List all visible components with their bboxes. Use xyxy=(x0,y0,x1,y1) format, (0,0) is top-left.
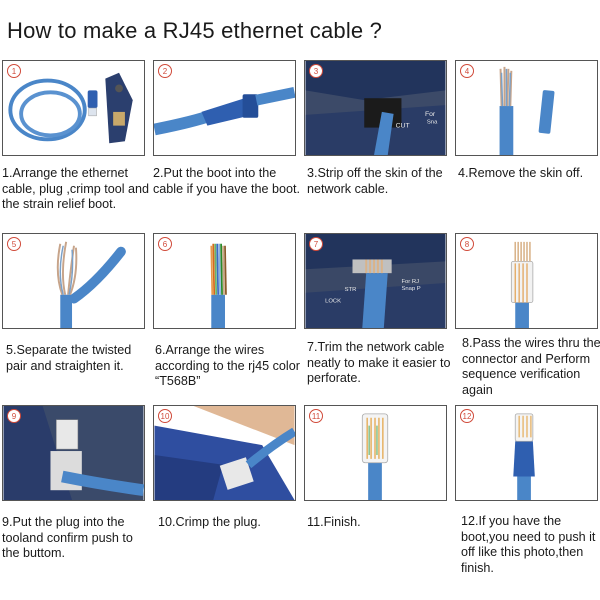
stripping-tool-illustration: CUT For Sna xyxy=(305,61,446,155)
str-label: STR xyxy=(345,287,357,293)
cut-label: CUT xyxy=(396,123,411,130)
step-10-caption: 10.Crimp the plug. xyxy=(158,515,261,529)
step-12-caption: 12.If you have the boot,you need to push… xyxy=(461,514,596,575)
step-7-photo: 7 For RJ Snap P STR LOCK xyxy=(304,233,447,329)
for-label: For xyxy=(425,111,436,118)
finished-plug-illustration xyxy=(361,413,389,500)
step-6-caption: 6.Arrange the wires according to the rj4… xyxy=(155,343,300,388)
step-1-photo: 1 xyxy=(2,60,145,156)
step-9-photo: 9 xyxy=(2,405,145,501)
step-11-caption: 11.Finish. xyxy=(307,515,361,529)
booted-plug-illustration xyxy=(513,413,535,500)
snap-label: Sna xyxy=(427,120,438,126)
for-rj-label: For RJ xyxy=(401,279,419,285)
step-number-badge: 1 xyxy=(7,64,21,78)
step-5-caption: 5.Separate the twisted pair and straight… xyxy=(6,343,132,373)
step-4-photo: 4 xyxy=(455,60,598,156)
step-3-caption: 3.Strip off the skin of the network cabl… xyxy=(307,166,443,196)
step-2-photo: 2 xyxy=(153,60,296,156)
step-3-photo: 3 CUT For Sna xyxy=(304,60,447,156)
snap-p-label: Snap P xyxy=(401,286,420,292)
page-title: How to make a RJ45 ethernet cable ? xyxy=(7,18,383,43)
step-11-photo: 11 xyxy=(304,405,447,501)
step-number-badge: 2 xyxy=(158,64,172,78)
step-1-caption: 1.Arrange the ethernet cable, plug ,crim… xyxy=(2,166,150,211)
step-number-badge: 11 xyxy=(309,409,323,423)
step-4-caption: 4.Remove the skin off. xyxy=(458,166,584,180)
step-number-badge: 9 xyxy=(7,409,21,423)
step-number-badge: 7 xyxy=(309,237,323,251)
step-2-caption: 2.Put the boot into the cable if you hav… xyxy=(153,166,301,196)
cable-kit-illustration xyxy=(8,72,133,144)
lock-label: LOCK xyxy=(325,299,341,305)
step-5-photo: 5 xyxy=(2,233,145,329)
step-10-photo: 10 xyxy=(153,405,296,501)
step-number-badge: 4 xyxy=(460,64,474,78)
step-8-photo: 8 xyxy=(455,233,598,329)
step-number-badge: 6 xyxy=(158,237,172,251)
arranged-wires-illustration xyxy=(210,243,227,328)
cable-boot-illustration xyxy=(154,87,295,136)
crimp-illustration xyxy=(154,406,295,500)
step-12-photo: 12 xyxy=(455,405,598,501)
step-number-badge: 3 xyxy=(309,64,323,78)
step-9-caption: 9.Put the plug into the tooland confirm … xyxy=(2,515,133,560)
step-number-badge: 8 xyxy=(460,237,474,251)
removed-skin-illustration xyxy=(499,66,555,155)
step-6-photo: 6 xyxy=(153,233,296,329)
step-8-caption: 8.Pass the wires thru the connector and … xyxy=(462,336,600,397)
plug-into-tool-illustration xyxy=(3,406,144,500)
trim-tool-illustration: For RJ Snap P STR LOCK xyxy=(305,234,446,328)
step-number-badge: 10 xyxy=(158,409,172,423)
step-number-badge: 12 xyxy=(460,409,474,423)
twisted-pair-illustration xyxy=(56,241,126,328)
connector-wires-illustration xyxy=(510,241,534,328)
step-number-badge: 5 xyxy=(7,237,21,251)
step-7-caption: 7.Trim the network cable neatly to make … xyxy=(307,340,451,385)
